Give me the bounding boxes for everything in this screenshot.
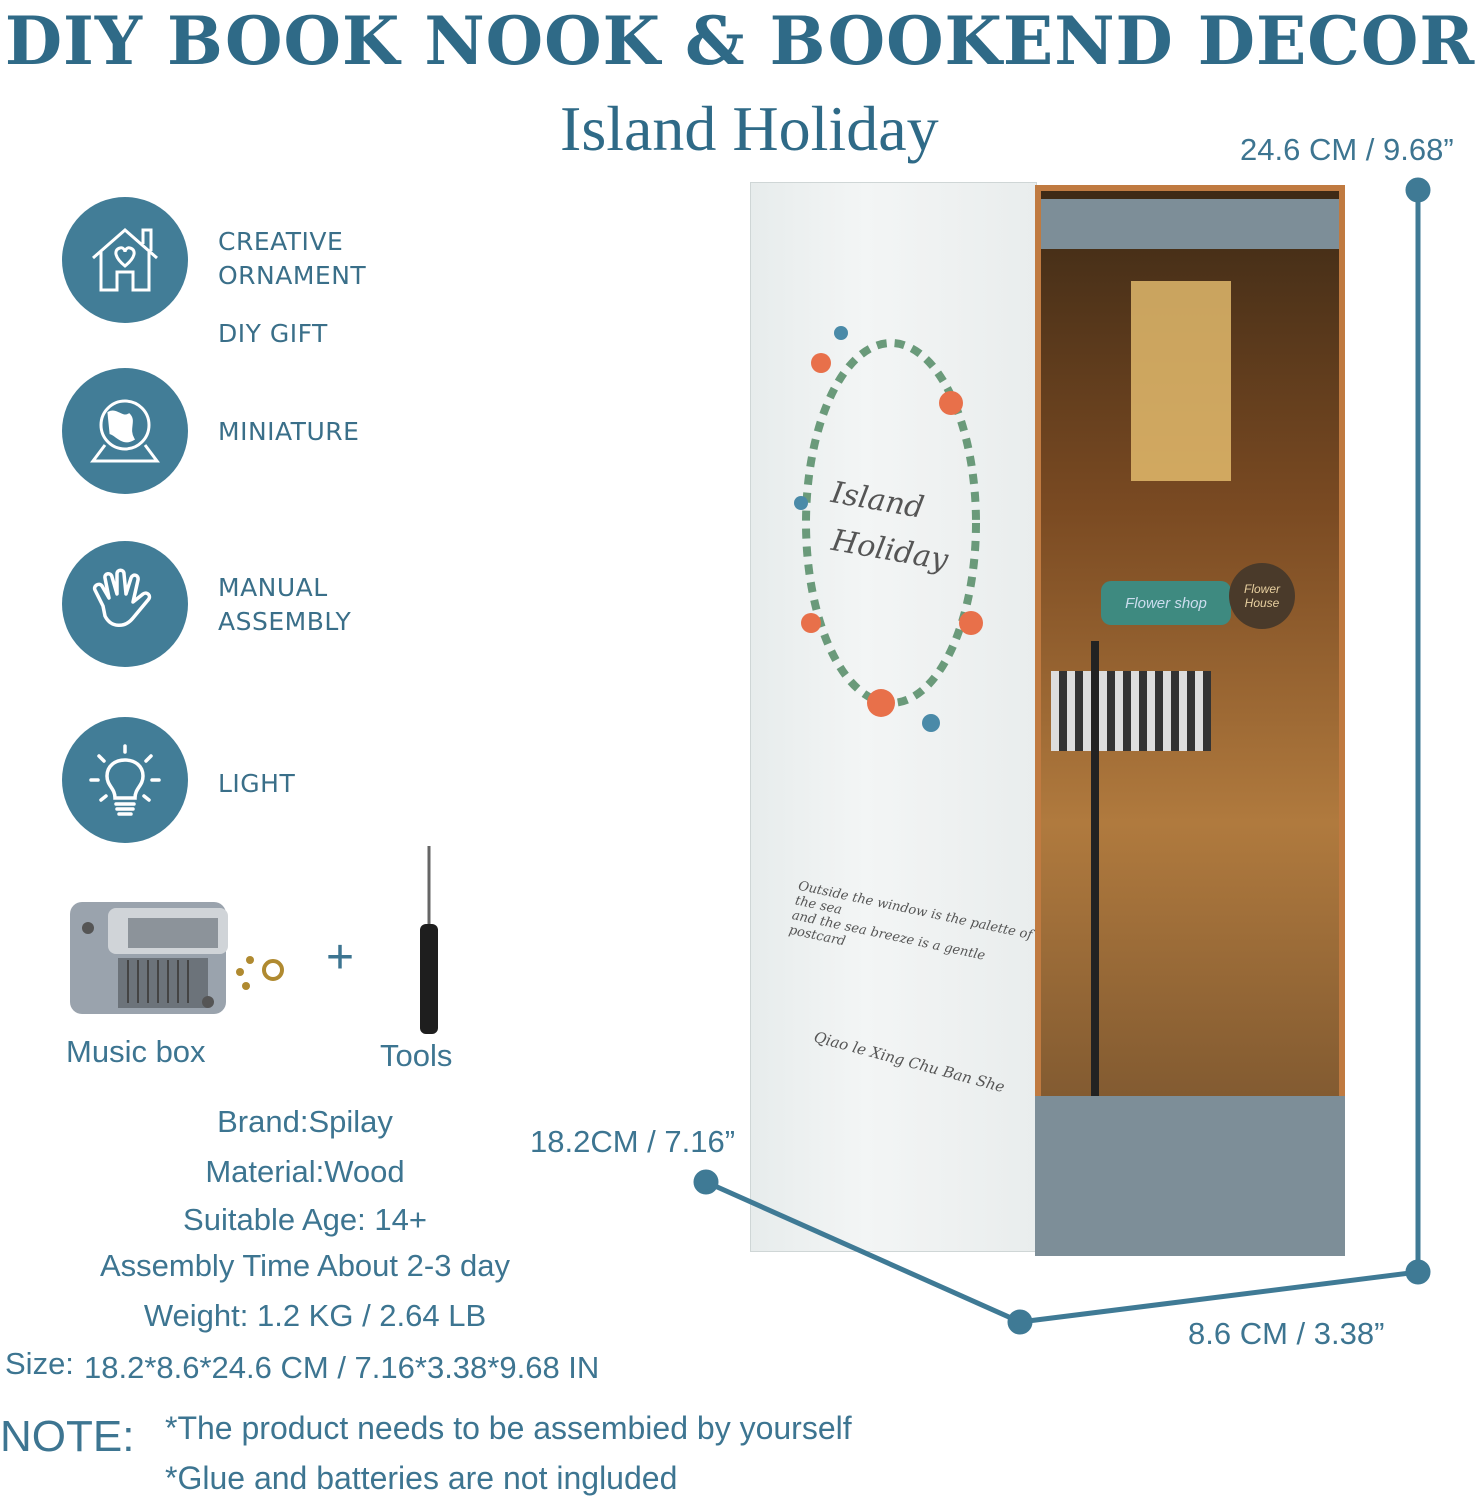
note-label: NOTE:	[0, 1412, 135, 1461]
scene-window	[1131, 281, 1231, 481]
spec-age: Suitable Age: 14+	[183, 1202, 427, 1237]
house-heart-icon	[62, 197, 188, 323]
shop-sign: Flower shop	[1101, 581, 1231, 625]
scene-awning	[1051, 671, 1211, 751]
music-box-label: Music box	[66, 1034, 206, 1069]
screwdriver-image	[414, 846, 444, 1041]
spec-assembly-time: Assembly Time About 2-3 day	[99, 1248, 511, 1283]
feature-light: LIGHT	[218, 769, 296, 798]
tools-label: Tools	[380, 1038, 453, 1073]
book-nook-cover: Island Holiday Outside the window is the…	[750, 182, 1037, 1252]
house-sign-line: Flower	[1243, 582, 1280, 596]
globe-icon	[62, 368, 188, 494]
length-dimension: 18.2CM / 7.16”	[530, 1124, 736, 1159]
plus-sign: +	[326, 931, 355, 984]
house-sign-line: House	[1244, 596, 1280, 610]
feature-diy-gift: DIY GIFT	[218, 319, 328, 348]
feature-label: ORNAMENT	[218, 261, 367, 290]
hand-icon	[62, 541, 188, 667]
spec-material: Material:Wood	[205, 1154, 405, 1189]
height-dimension: 24.6 CM / 9.68”	[1240, 132, 1454, 167]
feature-label: ASSEMBLY	[218, 607, 352, 636]
spec-weight: Weight: 1.2 KG / 2.64 LB	[143, 1298, 487, 1333]
feature-manual-assembly: MANUAL ASSEMBLY	[218, 571, 351, 639]
lightbulb-icon	[62, 717, 188, 843]
feature-creative-ornament: CREATIVE ORNAMENT	[218, 225, 366, 293]
scene-lamp-post	[1091, 641, 1099, 1101]
note-line: *The product needs to be assembied by yo…	[165, 1410, 852, 1446]
floral-wreath-art	[794, 326, 983, 732]
note-line: *Glue and batteries are not ingluded	[165, 1460, 678, 1496]
scene-base	[1035, 1096, 1345, 1256]
width-dimension: 8.6 CM / 3.38”	[1188, 1316, 1385, 1351]
feature-label: CREATIVE	[218, 227, 344, 256]
page-title: DIY BOOK NOOK & BOOKEND DECOR	[4, 2, 1476, 80]
music-box-image	[68, 898, 284, 1016]
spec-size-value: 18.2*8.6*24.6 CM / 7.16*3.38*9.68 IN	[84, 1350, 600, 1385]
spec-size-label: Size:	[5, 1346, 74, 1381]
book-nook-scene: Flower shop Flower House	[1035, 185, 1345, 1256]
house-sign: Flower House	[1229, 563, 1295, 629]
spec-brand: Brand:Spilay	[217, 1104, 393, 1139]
scene-top-beam	[1041, 199, 1339, 249]
feature-miniature: MINIATURE	[218, 417, 360, 446]
feature-label: MANUAL	[218, 573, 328, 602]
product-subtitle: Island Holiday	[560, 93, 939, 164]
